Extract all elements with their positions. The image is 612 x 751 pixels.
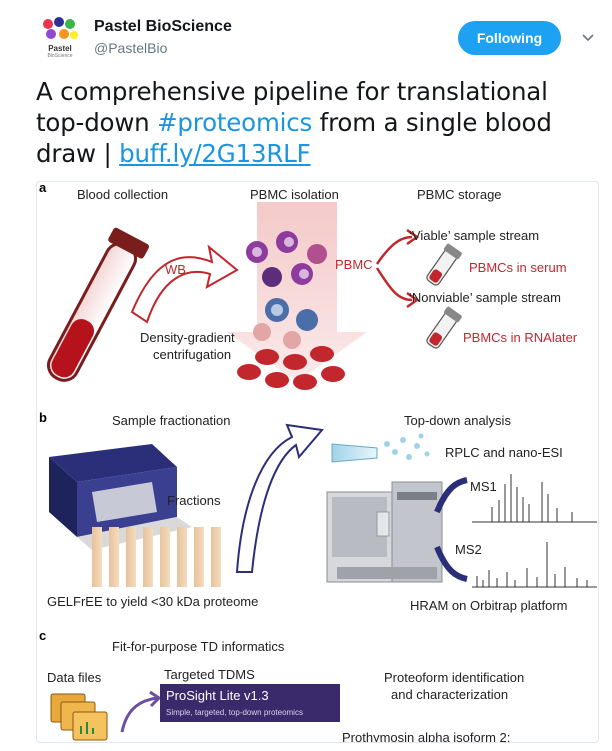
pbmcs-rnalater-label: PBMCs in RNAlater [463, 330, 578, 345]
url-link[interactable]: buff.ly/2G13RLF [119, 139, 311, 168]
data-to-tdms-arrow-icon [120, 696, 158, 733]
viable-arrowhead-icon [406, 228, 420, 246]
prosight-banner [160, 684, 340, 722]
ms2-label: MS2 [455, 542, 482, 557]
rplc-label: RPLC and nano-ESI [445, 445, 563, 460]
tweet-text-part2: from a single blood draw | [36, 108, 552, 168]
viable-stream-label: ‘Viable’ sample stream [409, 228, 539, 243]
wb-label: WB [165, 262, 186, 277]
density-gradient-label: Density-gradient [140, 330, 235, 345]
panel-a-letter: a [39, 182, 47, 195]
spray-droplets-icon [384, 433, 430, 460]
data-files-label: Data files [47, 670, 102, 685]
data-folders-icon [50, 693, 108, 741]
author-handle[interactable]: @PastelBio [94, 40, 168, 56]
pbmc-isolation-label: PBMC isolation [250, 187, 339, 202]
fractionation-arrow-icon [235, 423, 324, 573]
avatar-brand-name: Pastel [48, 44, 72, 53]
pbmc-storage-label: PBMC storage [417, 187, 502, 202]
tweet-header: Pastel BioScience Pastel BioScience @Pas… [36, 14, 596, 62]
pbmc-label: PBMC [335, 257, 373, 272]
prosight-title: ProSight Lite v1.3 [166, 688, 269, 703]
gel-fractions-icon [92, 527, 221, 587]
proteoform-id-label: Proteoform identification [384, 670, 524, 685]
characterization-label: and characterization [391, 687, 508, 702]
blood-collection-label: Blood collection [77, 187, 168, 202]
cryovial-rnalater-icon [426, 306, 462, 349]
centrifugation-label: centrifugation [153, 347, 231, 362]
wb-arrow-icon [130, 244, 239, 324]
logo-icon [43, 17, 78, 39]
following-button[interactable]: Following [458, 21, 561, 55]
fractions-label: Fractions [167, 493, 221, 508]
nonviable-arrowhead-icon [406, 291, 420, 309]
ms1-arrow-icon [434, 477, 468, 514]
top-down-label: Top-down analysis [404, 413, 511, 428]
prothymosin-label: Prothymosin alpha isoform 2: [342, 730, 510, 743]
data-to-tdms-arrowhead-icon [149, 690, 162, 708]
avatar-brand-sub: BioScience [47, 53, 73, 59]
ms2-arrow-icon [434, 545, 468, 582]
chevron-down-icon[interactable] [581, 30, 595, 44]
hram-label: HRAM on Orbitrap platform [410, 598, 568, 613]
nonviable-stream-label: ‘Nonviable’ sample stream [409, 290, 561, 305]
nonviable-arrow-icon [375, 267, 413, 302]
author-name[interactable]: Pastel BioScience [94, 18, 232, 35]
prosight-subtitle: Simple, targeted, top-down proteomics [166, 708, 303, 717]
blood-tube-icon [46, 227, 149, 382]
tweet-image[interactable]: a Blood collection PBMC isolation PBMC s… [36, 181, 599, 743]
panel-c-letter: c [39, 628, 46, 643]
ms2-spectrum-icon [472, 542, 597, 588]
tweet-text-part1: A comprehensive pipeline for translation… [36, 77, 548, 137]
tweet-text: A comprehensive pipeline for translation… [36, 76, 596, 169]
red-blood-cells-icon [237, 346, 345, 390]
spray-emitter-icon [331, 443, 378, 463]
gelfree-label: GELFrEE to yield <30 kDa proteome [47, 594, 258, 609]
pbmc-cells-icon [246, 231, 327, 349]
sample-fractionation-label: Sample fractionation [112, 413, 231, 428]
pbmcs-serum-label: PBMCs in serum [469, 260, 567, 275]
avatar[interactable]: Pastel BioScience [36, 14, 84, 62]
cryovial-serum-icon [426, 243, 462, 286]
orbitrap-instrument-icon [326, 481, 443, 583]
pipeline-figure: a Blood collection PBMC isolation PBMC s… [39, 182, 597, 743]
fit-for-purpose-label: Fit-for-purpose TD informatics [112, 639, 285, 654]
ms1-label: MS1 [470, 479, 497, 494]
panel-b-letter: b [39, 410, 47, 425]
targeted-tdms-label: Targeted TDMS [164, 667, 255, 682]
viable-arrow-icon [375, 235, 413, 265]
ms1-spectrum-icon [472, 474, 597, 523]
hashtag-link[interactable]: #proteomics [157, 108, 313, 137]
